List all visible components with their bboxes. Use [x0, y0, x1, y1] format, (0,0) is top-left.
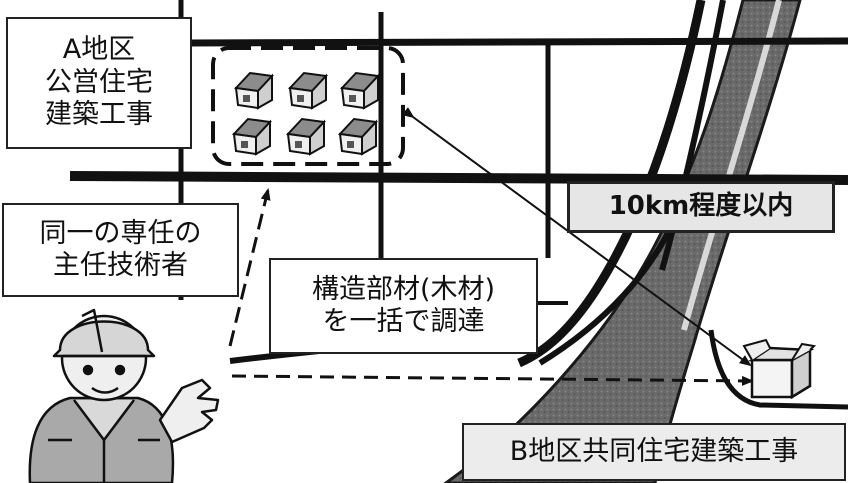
distance-label: 10km程度以内 — [567, 181, 835, 233]
district-a-line-3: 建築工事 — [45, 99, 153, 131]
engineer-line-1: 同一の専任の — [39, 217, 202, 249]
engineer-label: 同一の専任の 主任技術者 — [2, 203, 239, 297]
house-icon — [285, 117, 327, 156]
distance-arrow — [401, 107, 752, 367]
distance-text: 10km程度以内 — [608, 191, 794, 222]
district-a-site-boundary — [211, 46, 405, 166]
material-line-2: を一括で調達 — [322, 306, 485, 337]
house-icon — [231, 117, 273, 156]
construction-worker-icon — [28, 308, 220, 483]
engineer-line-2: 主任技術者 — [53, 250, 188, 281]
engineer-to-district-a-arrow — [228, 188, 271, 347]
district-a-line-1: A地区 — [62, 34, 136, 66]
district-b-text: B地区共同住宅建築工事 — [509, 435, 799, 467]
house-icon — [339, 71, 381, 110]
material-line-1: 構造部材(木材) — [311, 273, 496, 305]
house-icon — [233, 71, 275, 110]
river — [443, 0, 802, 483]
district-b-label: B地区共同住宅建築工事 — [462, 423, 846, 481]
material-label: 構造部材(木材) を一括で調達 — [269, 258, 538, 354]
district-a-label: A地区 公営住宅 建築工事 — [6, 17, 192, 149]
wooden-crate-icon — [742, 338, 817, 400]
house-group — [231, 71, 381, 156]
district-a-line-2: 公営住宅 — [45, 66, 153, 98]
house-icon — [337, 117, 379, 156]
house-icon — [287, 71, 329, 110]
